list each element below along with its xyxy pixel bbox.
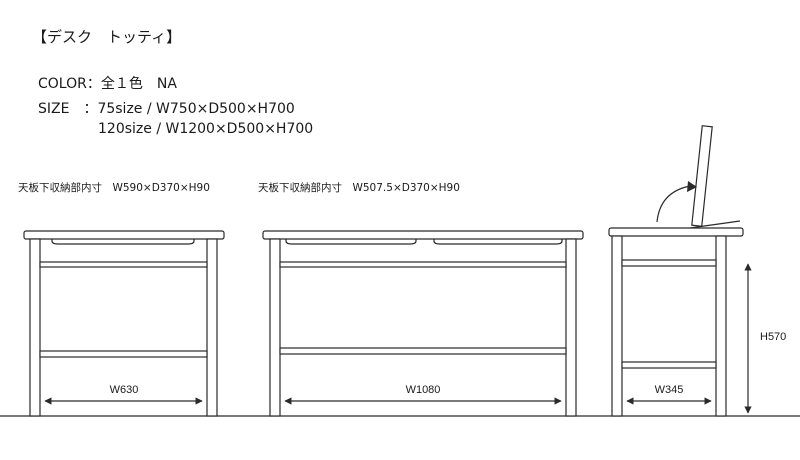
color-value: 全１色 NA	[100, 76, 177, 92]
size-120-value: 120size / W1200×D500×H700	[98, 121, 314, 137]
side-upper-rail	[621, 259, 717, 267]
desk-75-front-view	[23, 230, 225, 417]
desk-120-left-leg	[269, 238, 281, 417]
desk-75-upper-rail	[39, 261, 208, 268]
desk-120-upper-rail	[279, 261, 567, 268]
page-title: 【デスク トッティ】	[32, 28, 182, 46]
desk-120-top	[262, 230, 584, 240]
storage-dimensions-75: 天板下収納部内寸 W590×D370×H90	[18, 182, 210, 194]
side-top	[608, 227, 744, 237]
desk-side-view	[608, 125, 752, 417]
desk-75-top	[23, 230, 225, 240]
w1080-label: W1080	[406, 384, 441, 396]
size-spec: SIZE ：75size / W750×D500×H700	[38, 98, 295, 118]
desk-120-lower-rail	[279, 347, 567, 355]
desk-120-drawer-tray-right	[433, 239, 563, 245]
w345-label: W345	[655, 384, 684, 396]
side-front-leg	[611, 235, 623, 417]
desk-120-drawer-tray-left	[285, 239, 417, 245]
desk-120-right-leg	[565, 238, 577, 417]
desk-75-right-leg	[206, 238, 218, 417]
size-label: SIZE ：	[38, 101, 98, 117]
top-lift-arrow-curve	[656, 185, 691, 223]
storage-dimensions-120: 天板下収納部内寸 W507.5×D370×H90	[258, 182, 460, 194]
color-spec: COLOR：全１色 NA	[38, 73, 177, 93]
side-raised-top-panel	[691, 125, 713, 227]
w630-label: W630	[110, 384, 139, 396]
side-back-leg	[715, 235, 727, 417]
desk-75-lower-rail	[39, 350, 208, 358]
desk-75-drawer-tray	[51, 239, 195, 245]
desk-75-left-leg	[29, 238, 41, 417]
side-lower-rail	[621, 361, 717, 369]
h570-label: H570	[760, 331, 786, 343]
size-75-value: 75size / W750×D500×H700	[97, 101, 295, 117]
side-top-hinge	[689, 220, 741, 229]
desk-120-front-view	[262, 230, 584, 417]
top-lift-arrowhead	[687, 181, 697, 192]
color-label: COLOR：	[38, 76, 101, 92]
